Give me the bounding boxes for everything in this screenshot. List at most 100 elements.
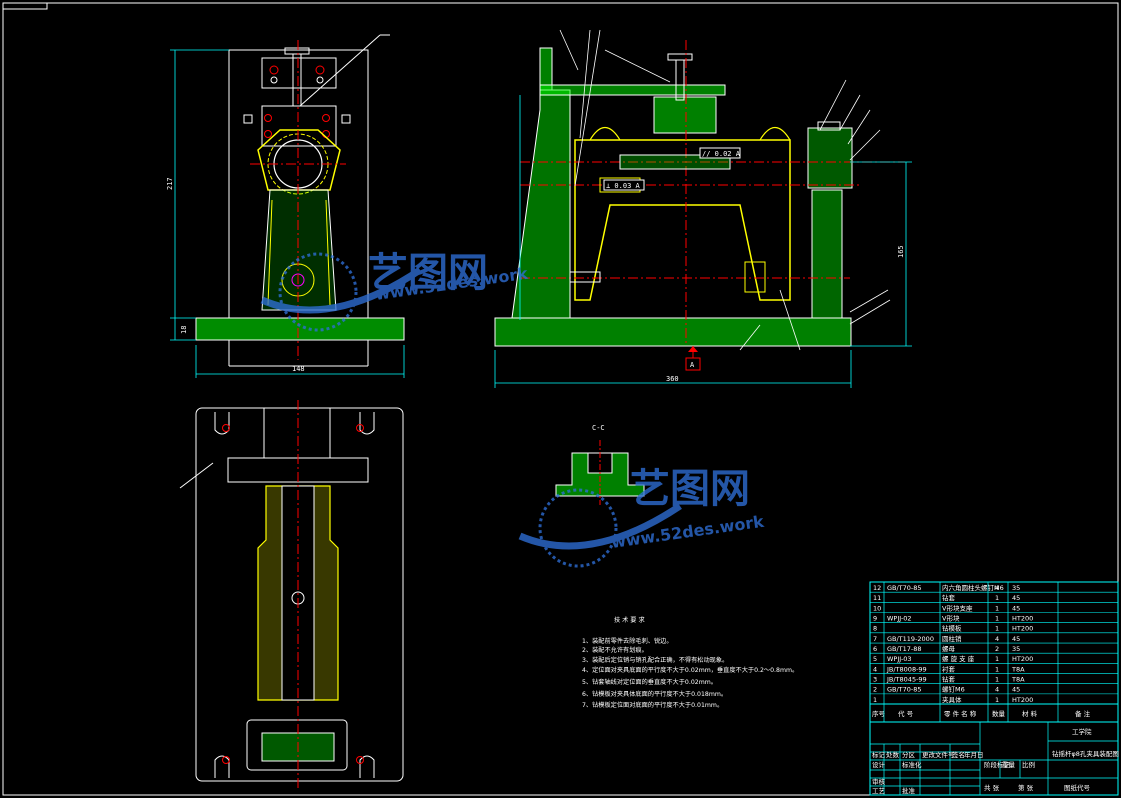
side-tol-frame-1 [699, 147, 741, 159]
parts-cell-code: WPJJ-02 [887, 615, 912, 623]
svg-text:第 张: 第 张 [1018, 783, 1034, 792]
section-cc: C-C [555, 424, 645, 505]
svg-text:艺图网: 艺图网 [368, 250, 488, 296]
svg-text:年月日: 年月日 [964, 750, 984, 759]
datum-box [685, 357, 701, 371]
parts-cell-material: HT200 [1012, 615, 1033, 623]
svg-text:艺图网: 艺图网 [630, 466, 750, 512]
parts-cell-material: 45 [1012, 604, 1020, 612]
svg-text:审核: 审核 [872, 777, 886, 786]
front-dim-base: 18 [180, 326, 188, 334]
parts-cell-no: 1 [873, 696, 877, 704]
parts-cell-no: 9 [873, 615, 877, 623]
parts-cell-material: HT200 [1012, 655, 1033, 663]
parts-cell-no: 7 [873, 635, 877, 643]
svg-text:重量: 重量 [1002, 761, 1016, 769]
svg-text:签名: 签名 [952, 750, 965, 759]
svg-text:材 料: 材 料 [1022, 709, 1038, 718]
parts-cell-name: 夹具体 [942, 695, 962, 704]
side-leaders [559, 29, 891, 351]
side-dimensions [494, 95, 912, 388]
side-v-block [807, 127, 853, 189]
side-base [494, 317, 852, 347]
parts-cell-material: 35 [1012, 584, 1020, 592]
parts-cell-material: 45 [1012, 686, 1020, 694]
svg-text:批准: 批准 [902, 786, 916, 795]
svg-text:工艺: 工艺 [872, 787, 886, 795]
parts-cell-name: 钻模板 [942, 624, 962, 633]
technical-requirements: 技 术 要 求 1、装配前零件去除毛刺、锐边。 2、装配不允许有划痕。 3、装配… [582, 616, 798, 709]
parts-cell-no: 5 [873, 655, 877, 663]
parts-cell-code: GB/T119-2000 [887, 635, 934, 643]
parts-cell-name: 螺 旋 支 座 [942, 654, 975, 663]
requirement-item: 3、装配后定位销与销孔配合正确，不得有松动现象。 [582, 656, 728, 664]
requirements-title: 技 术 要 求 [614, 616, 645, 624]
parts-cell-material: T8A [1011, 665, 1025, 673]
parts-cell-qty: 4 [995, 686, 999, 694]
top-view [179, 400, 404, 790]
parts-list-header: 序号 代 号 零 件 名 称 数量 材 料 备 注 [870, 703, 1118, 718]
parts-cell-name: V形块 [942, 614, 960, 623]
parts-cell-no: 10 [873, 604, 881, 612]
requirement-item: 2、装配不允许有划痕。 [582, 646, 648, 654]
parts-cell-qty: 1 [995, 615, 999, 623]
requirement-item: 6、钻模板对夹具体底面的平行度不大于0.018mm。 [582, 690, 727, 698]
parts-cell-code: JB/T8008-99 [886, 665, 927, 673]
parts-cell-qty: 4 [995, 635, 999, 643]
parts-cell-material: HT200 [1012, 696, 1033, 704]
parts-cell-no: 6 [873, 645, 877, 653]
side-column [511, 89, 571, 319]
svg-text:共 张: 共 张 [984, 783, 1000, 792]
svg-text:阶段标记: 阶段标记 [984, 760, 1011, 769]
parts-cell-name: 衬套 [942, 664, 956, 673]
datum-label: A [690, 361, 695, 369]
side-dim-length: 360 [666, 375, 679, 383]
side-dim-height: 165 [897, 245, 905, 258]
front-body-column [261, 189, 337, 311]
parts-cell-no: 11 [873, 594, 881, 602]
parts-cell-qty: 1 [995, 604, 999, 612]
parts-cell-no: 12 [873, 584, 881, 592]
parts-cell-code: JB/T8045-99 [886, 676, 927, 684]
requirement-item: 5、钻套轴线对定位面的垂直度不大于0.02mm。 [582, 678, 717, 686]
parts-cell-code: GB/T17-88 [887, 645, 922, 653]
parts-cell-name: 钻套 [942, 593, 956, 602]
parts-cell-material: 45 [1012, 635, 1020, 643]
parts-cell-qty: 1 [995, 594, 999, 602]
parts-cell-code: GB/T70-85 [887, 584, 922, 592]
parts-cell-qty: 1 [995, 676, 999, 684]
side-workpiece [574, 139, 791, 301]
side-drill-plate [539, 84, 726, 96]
svg-text:标记: 标记 [872, 750, 886, 759]
front-v-block [257, 129, 341, 191]
parts-cell-qty: 1 [995, 665, 999, 673]
title-drawing-no: 图纸代号 [1064, 783, 1091, 792]
front-view: 217 18 148 [166, 34, 405, 378]
svg-text:数量: 数量 [992, 709, 1006, 718]
parts-cell-no: 3 [873, 676, 877, 684]
parts-cell-name: 螺钉M6 [942, 685, 965, 694]
parts-cell-qty: 1 [995, 655, 999, 663]
front-drill-plate [261, 57, 337, 89]
parts-cell-name: 内六角圆柱头螺钉M6 [942, 583, 1004, 592]
requirement-item: 7、钻模板定位面对底面的平行度不大于0.01mm。 [582, 701, 723, 709]
svg-text:设计: 设计 [872, 760, 886, 769]
top-bottom-clamp [246, 719, 348, 771]
side-view: // 0.02 A ⊥ 0.03 A A [494, 29, 912, 388]
svg-text:www.52des.work: www.52des.work [610, 512, 765, 552]
title-block: 工学院 钻摇杆φ8孔夹具装配图 图纸代号 标记 处数 分区 更改文件号 签名 年… [869, 721, 1119, 796]
requirement-item: 1、装配前零件去除毛刺、锐边。 [582, 637, 673, 645]
corner-tab [2, 2, 48, 10]
parts-cell-material: 35 [1012, 645, 1020, 653]
title-school: 工学院 [1072, 727, 1092, 736]
side-tol-frame-2 [603, 179, 645, 191]
parts-cell-code: WPJJ-03 [887, 655, 912, 663]
title-drawing-name: 钻摇杆φ8孔夹具装配图 [1052, 749, 1119, 758]
svg-text:处数: 处数 [886, 750, 900, 759]
parts-cell-material: 45 [1012, 594, 1020, 602]
watermark-2: 艺图网 www.52des.work [518, 466, 765, 568]
svg-text:序号: 序号 [872, 709, 886, 718]
